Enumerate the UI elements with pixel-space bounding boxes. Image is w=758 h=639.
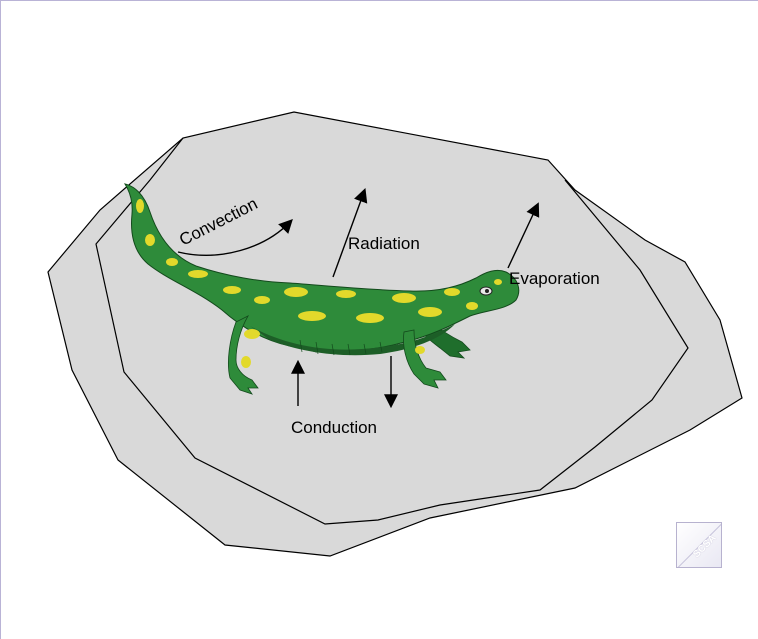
label-conduction: Conduction (291, 418, 377, 437)
label-evaporation: Evaporation (509, 269, 600, 288)
scsa-logo: SCSA (676, 522, 722, 568)
logo-text: SCSA (691, 533, 718, 560)
label-radiation: Radiation (348, 234, 420, 253)
